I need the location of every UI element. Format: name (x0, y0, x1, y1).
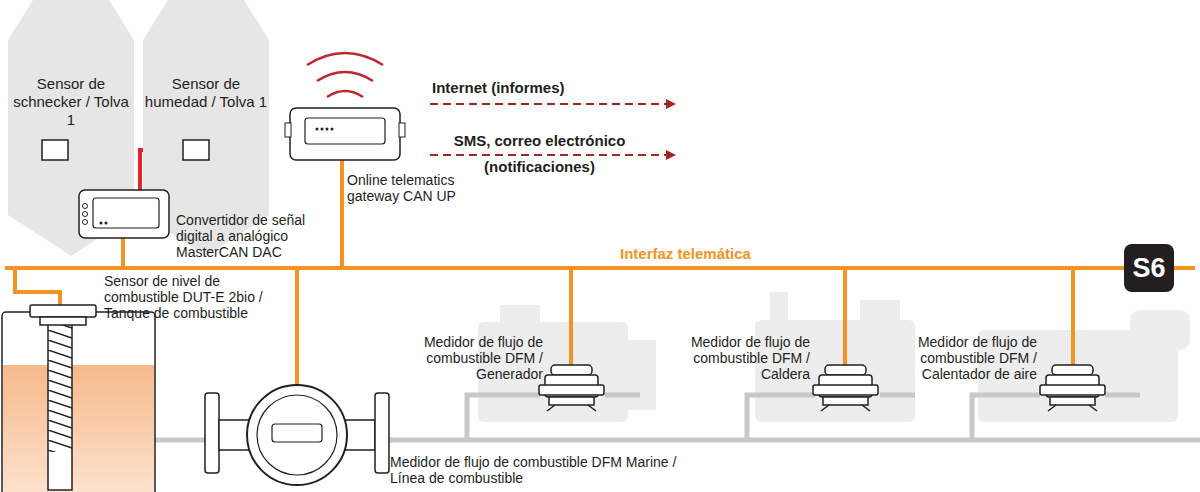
bus-connector (571, 268, 1124, 365)
meter-flange (375, 393, 389, 473)
node-label: Sensor de schnecker / Tolva 1 (8, 75, 134, 129)
sensor-box (183, 140, 209, 160)
gateway-housing (290, 108, 400, 160)
converter-led (83, 212, 88, 217)
node-label: Medidor de flujo de combustible DFM Mari… (390, 454, 705, 486)
annotation-label: SMS, correo electrónico (notificaciones) (432, 128, 647, 180)
flow-meter-icon (813, 365, 878, 411)
converter-dot (105, 222, 108, 225)
meter-feet (547, 405, 596, 411)
logo-badge (1124, 244, 1174, 292)
sensor-flange (40, 317, 86, 325)
node-label: Sensor de humedad / Tolva 1 (143, 75, 269, 111)
fuel-branch (467, 395, 640, 440)
meter-display (272, 424, 322, 442)
s6-logo: S6 (1124, 244, 1174, 292)
gateway-leds (316, 128, 334, 131)
flow-meter-icon (539, 365, 604, 411)
marine-flow-meter: Medidor de flujo de combustible DFM Mari… (200, 368, 760, 490)
node-label: Online telematics gateway CAN UP (347, 172, 482, 204)
meter-ring (257, 395, 337, 475)
bus-connector (297, 268, 1124, 385)
meter-base (1050, 397, 1095, 405)
meter-flange (205, 393, 219, 473)
sensor-head (30, 305, 96, 317)
gateway-mount (399, 123, 405, 137)
boiler-stack (770, 292, 788, 322)
bus-connector (1073, 268, 1124, 365)
meter-stub (345, 420, 375, 450)
engine-silhouettes (478, 292, 1190, 422)
node-label: Convertidor de señal digital a analógico… (176, 212, 341, 260)
sensor-box (42, 140, 68, 160)
boiler-top (860, 300, 900, 322)
converter-housing (79, 190, 169, 238)
gateway-panel (305, 118, 385, 144)
meter-cap (1052, 365, 1093, 375)
converter-dot (100, 222, 103, 225)
node-label: S6 (1124, 253, 1174, 283)
wave (317, 72, 373, 81)
converter-led (83, 220, 88, 225)
node-label: Medidor de flujo de combustible DFM / Ca… (885, 334, 1037, 382)
flow-meter-icon (1040, 365, 1105, 411)
bus-connector (342, 160, 1124, 268)
wave (327, 91, 363, 97)
internet-arrow (430, 103, 675, 105)
node-label: Medidor de flujo de combustible DFM / Ca… (650, 334, 810, 382)
generator-end (628, 340, 656, 410)
meter-port (1040, 385, 1105, 395)
level-probe (48, 322, 72, 490)
meter-port (539, 385, 604, 395)
meter-stub (219, 420, 249, 450)
meter-base (823, 397, 868, 405)
wave (307, 53, 383, 65)
annotation-label: Interfaz telemática (620, 245, 820, 263)
flow-meter: Medidor de flujo de combustible DFM / Ca… (650, 330, 883, 415)
flow-meter: Medidor de flujo de combustible DFM / Ge… (415, 330, 607, 415)
meter-cap (551, 365, 592, 375)
meter-feet (1048, 405, 1097, 411)
flow-meter: Medidor de flujo de combustible DFM / Ca… (885, 330, 1107, 415)
meter-port (813, 385, 878, 395)
meter-cap (825, 365, 866, 375)
fuel-branch (747, 395, 915, 440)
converter-panel (93, 198, 159, 228)
heater-fan (1130, 310, 1190, 350)
meter-feet (821, 405, 870, 411)
probe-coil (48, 322, 72, 452)
meter-base (549, 397, 594, 405)
fuel-branch (972, 395, 1140, 440)
fuel-tank (2, 312, 155, 492)
converter-led (83, 204, 88, 209)
generator-top (500, 305, 540, 325)
sms-arrow (430, 154, 675, 156)
fuel-tank-sensor: Sensor de nivel de combustible DUT-E 2bi… (0, 270, 290, 492)
node-label: Medidor de flujo de combustible DFM / Ge… (415, 334, 543, 382)
node-label: Sensor de nivel de combustible DUT-E 2bi… (104, 273, 276, 321)
converter-device: Convertidor de señal digital a analógico… (75, 186, 360, 266)
meter-body (247, 385, 347, 485)
annotation-label: Internet (informes) (432, 79, 692, 97)
fuel-level (3, 365, 154, 492)
wireless-waves (307, 53, 383, 97)
gateway-mount (285, 123, 291, 137)
